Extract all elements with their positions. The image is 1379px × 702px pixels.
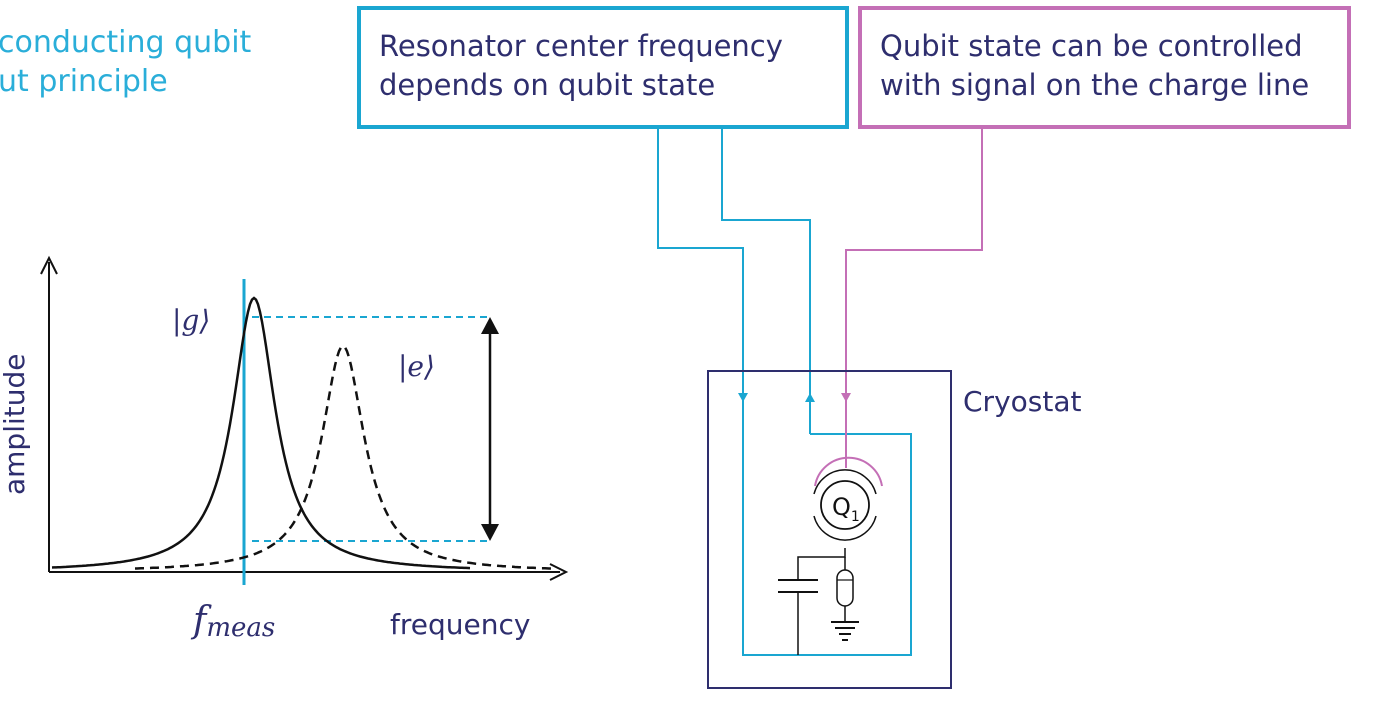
resonator-box-line-2: depends on qubit state bbox=[379, 68, 716, 102]
ground-state-resonance-curve bbox=[51, 296, 471, 570]
fmeas-label: fmeas bbox=[190, 600, 275, 643]
resonance-plot: amplitude frequency |g⟩ |e⟩ fmeas bbox=[0, 255, 569, 643]
excited-state-resonance-curve bbox=[135, 344, 556, 570]
y-axis-arrowhead bbox=[40, 255, 58, 275]
resonator-box-line-1: Resonator center frequency bbox=[379, 29, 783, 63]
x-axis-label: frequency bbox=[390, 608, 530, 641]
qubit-control-info-box: Qubit state can be controlled with signa… bbox=[858, 6, 1351, 129]
charge-line bbox=[845, 129, 983, 468]
resonator-info-box: Resonator center frequency depends on qu… bbox=[357, 6, 849, 129]
fmeas-subscript: meas bbox=[206, 613, 275, 643]
qubit-index: 1 bbox=[851, 509, 860, 525]
resonator-element bbox=[836, 569, 854, 607]
qubit-letter: Q bbox=[832, 493, 851, 521]
cryostat: Cryostat Q1 bbox=[707, 370, 1081, 689]
y-axis-label: amplitude bbox=[0, 354, 31, 496]
slide-title-line-2: ut principle bbox=[0, 64, 168, 99]
qubit-box-line-2: with signal on the charge line bbox=[880, 68, 1310, 102]
cryostat-label: Cryostat bbox=[963, 385, 1081, 418]
arrowhead-up bbox=[481, 317, 499, 334]
resonator-top-wire bbox=[797, 548, 846, 580]
readout-input-line bbox=[657, 129, 912, 656]
charge-line-arrow bbox=[841, 393, 851, 402]
cryostat-box bbox=[707, 370, 952, 689]
readout-input-arrow bbox=[738, 393, 748, 402]
readout-output-line bbox=[721, 129, 811, 434]
charge-coupler-arc bbox=[814, 456, 883, 487]
qubit-box-line-1: Qubit state can be controlled bbox=[880, 29, 1303, 63]
x-axis-arrowhead bbox=[549, 563, 569, 581]
state-g-label: |g⟩ bbox=[172, 304, 210, 337]
slide-title-line-1: conducting qubit bbox=[0, 25, 252, 60]
arrowhead-down bbox=[481, 524, 499, 541]
connection-lines bbox=[657, 129, 983, 656]
readout-output-arrow bbox=[805, 393, 815, 402]
top-coupler-arc bbox=[813, 469, 877, 495]
qubit-circle bbox=[820, 480, 870, 530]
state-e-label: |e⟩ bbox=[398, 350, 435, 383]
bottom-coupler-arc bbox=[813, 515, 877, 541]
qubit-label: Q1 bbox=[832, 493, 860, 525]
